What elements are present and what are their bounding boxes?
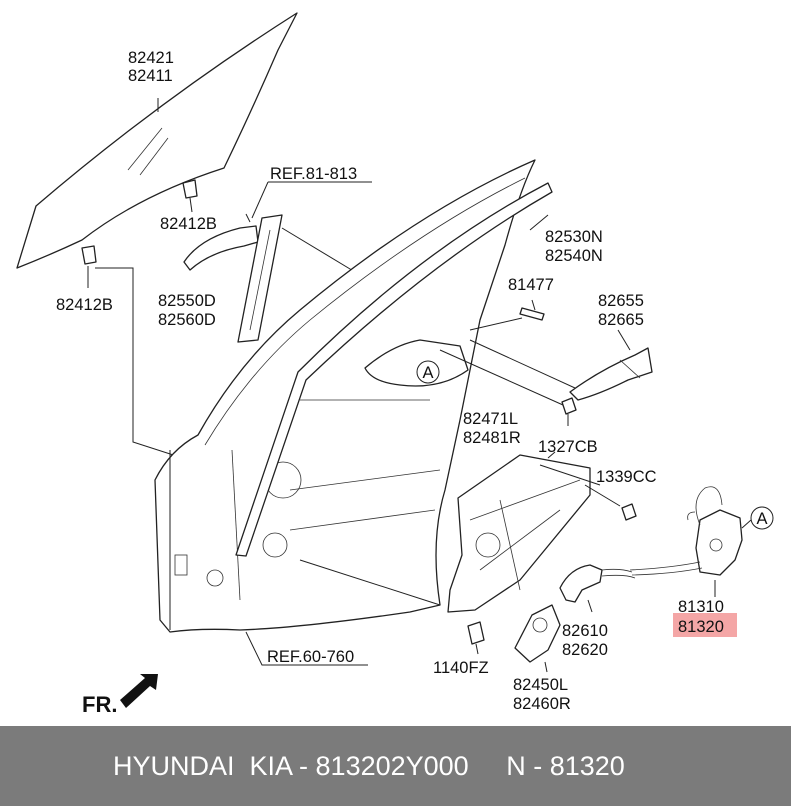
ref-top-leader <box>251 181 269 219</box>
front-arrow-icon <box>120 674 158 708</box>
inside-door-handle <box>559 564 636 613</box>
footer-text: HYUNDAI KIA - 813202Y000 N - 81320 <box>113 750 625 781</box>
label-nut2: 1339CC <box>596 468 657 486</box>
label-handle-a: 82655 <box>598 292 644 310</box>
label-bolt-bottom: 1140FZ <box>433 659 489 677</box>
label-glass-b: 82411 <box>128 67 173 85</box>
label-nut1: 1327CB <box>538 438 598 456</box>
callout-a-left-label: A <box>422 364 433 382</box>
nut-1339cc <box>584 484 637 521</box>
label-bolt-top: 81477 <box>508 276 554 294</box>
part-number-footer: HYUNDAI KIA - 813202Y000 N - 81320 <box>0 726 791 806</box>
callout-a-right: A <box>741 506 774 530</box>
rear-glass-channel <box>237 214 361 343</box>
label-clip-top: 82412B <box>160 215 217 233</box>
label-inner-b: 82620 <box>562 641 608 659</box>
glass-clip-left <box>81 245 196 463</box>
label-ref-bottom: REF.60-760 <box>267 648 354 666</box>
bolt-1140fz <box>299 559 485 655</box>
label-ref-top: REF.81-813 <box>270 165 357 183</box>
label-run-a: 82530N <box>545 228 603 246</box>
outside-handle-cover <box>183 213 259 271</box>
label-run-b: 82540N <box>545 247 603 265</box>
label-motor-a: 82450L <box>513 676 568 694</box>
bolt-81477 <box>469 299 545 331</box>
label-glass-a: 82421 <box>128 49 174 67</box>
door-latch-assembly <box>629 486 743 597</box>
label-motor-b: 82460R <box>513 695 571 713</box>
label-front: FR. <box>82 692 117 717</box>
label-channel-b: 82560D <box>158 311 216 329</box>
glass-clip-top <box>182 179 198 213</box>
label-clip-left: 82412B <box>56 296 113 314</box>
window-regulator <box>447 451 601 613</box>
label-inner-a: 82610 <box>562 622 608 640</box>
label-handle-b: 82665 <box>598 311 644 329</box>
regulator-motor <box>514 604 561 673</box>
callout-a-right-label: A <box>756 510 767 528</box>
highlight-box <box>673 613 737 637</box>
label-latch-a: 81310 <box>678 598 724 616</box>
ref-bottom-leader <box>245 631 368 666</box>
nut-1327cb <box>439 349 577 426</box>
parts-diagram: A <box>16 12 774 717</box>
label-channel-a: 82550D <box>158 292 216 310</box>
callout-a-left: A <box>416 360 440 384</box>
label-reg-b: 82481R <box>463 429 521 447</box>
glass-run-channel <box>235 182 553 557</box>
label-reg-a: 82471L <box>463 410 518 428</box>
label-latch-b: 81320 <box>678 618 724 636</box>
outside-door-handle <box>469 329 653 401</box>
door-glass <box>16 12 298 269</box>
